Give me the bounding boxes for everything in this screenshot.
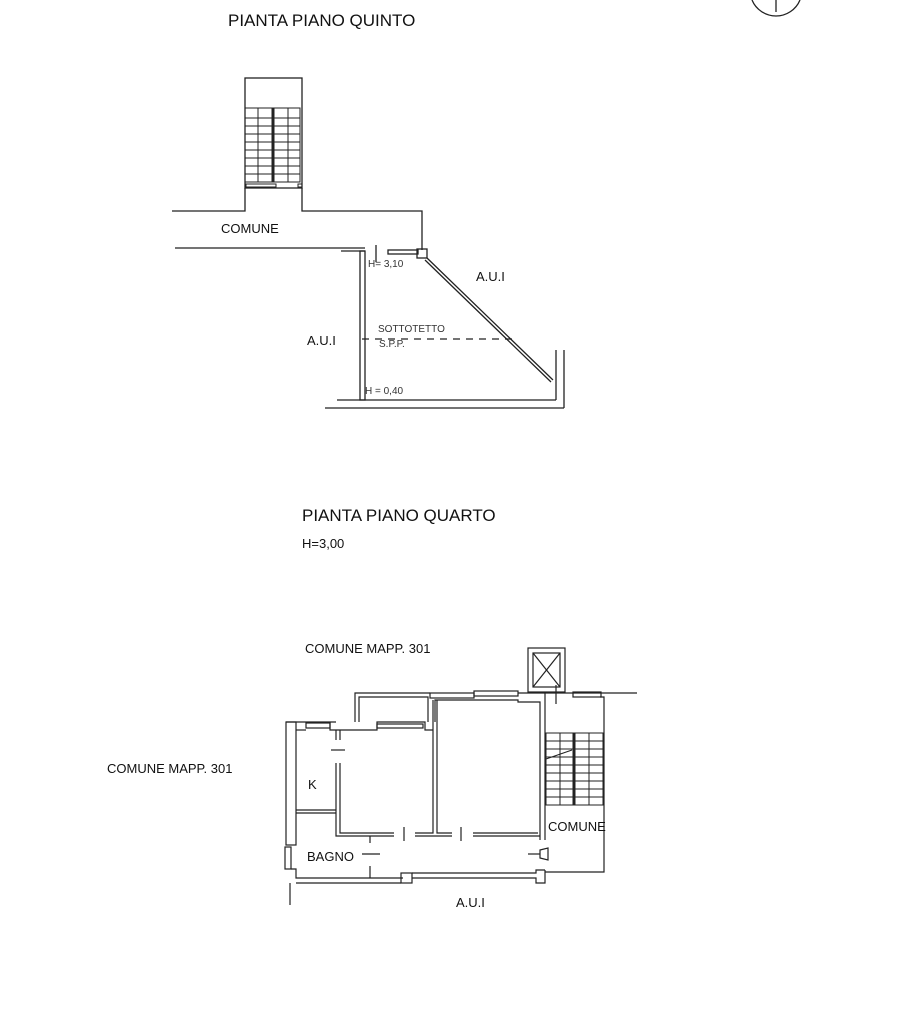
upper-plan-title: PIANTA PIANO QUINTO <box>228 11 416 30</box>
lower-plan-height: H=3,00 <box>302 536 345 551</box>
upper-plan-walls <box>172 77 565 409</box>
upper-label-h-low: H = 0,40 <box>365 386 404 397</box>
upper-label-aui-right: A.U.I <box>476 269 505 284</box>
lower-plan-walls <box>284 647 637 905</box>
north-arrow-icon <box>751 0 801 17</box>
lower-stair <box>545 732 604 806</box>
lower-label-comune: COMUNE <box>548 819 606 834</box>
upper-label-comune: COMUNE <box>221 221 279 236</box>
lower-plan-title: PIANTA PIANO QUARTO <box>302 506 496 525</box>
upper-stair <box>244 107 303 188</box>
lower-label-bagno: BAGNO <box>307 849 354 864</box>
upper-label-spp: S.P.P. <box>379 339 405 350</box>
lower-label-k: K <box>308 777 317 792</box>
lower-label-comune-top: COMUNE MAPP. 301 <box>305 641 431 656</box>
upper-label-h-high: H= 3,10 <box>368 259 404 270</box>
elevator-shaft <box>527 647 566 704</box>
upper-label-aui-left: A.U.I <box>307 333 336 348</box>
lower-label-aui: A.U.I <box>456 895 485 910</box>
entry-door-symbol <box>528 847 549 861</box>
lower-label-comune-left: COMUNE MAPP. 301 <box>107 761 233 776</box>
upper-label-sottotetto: SOTTOTETTO <box>378 324 445 335</box>
